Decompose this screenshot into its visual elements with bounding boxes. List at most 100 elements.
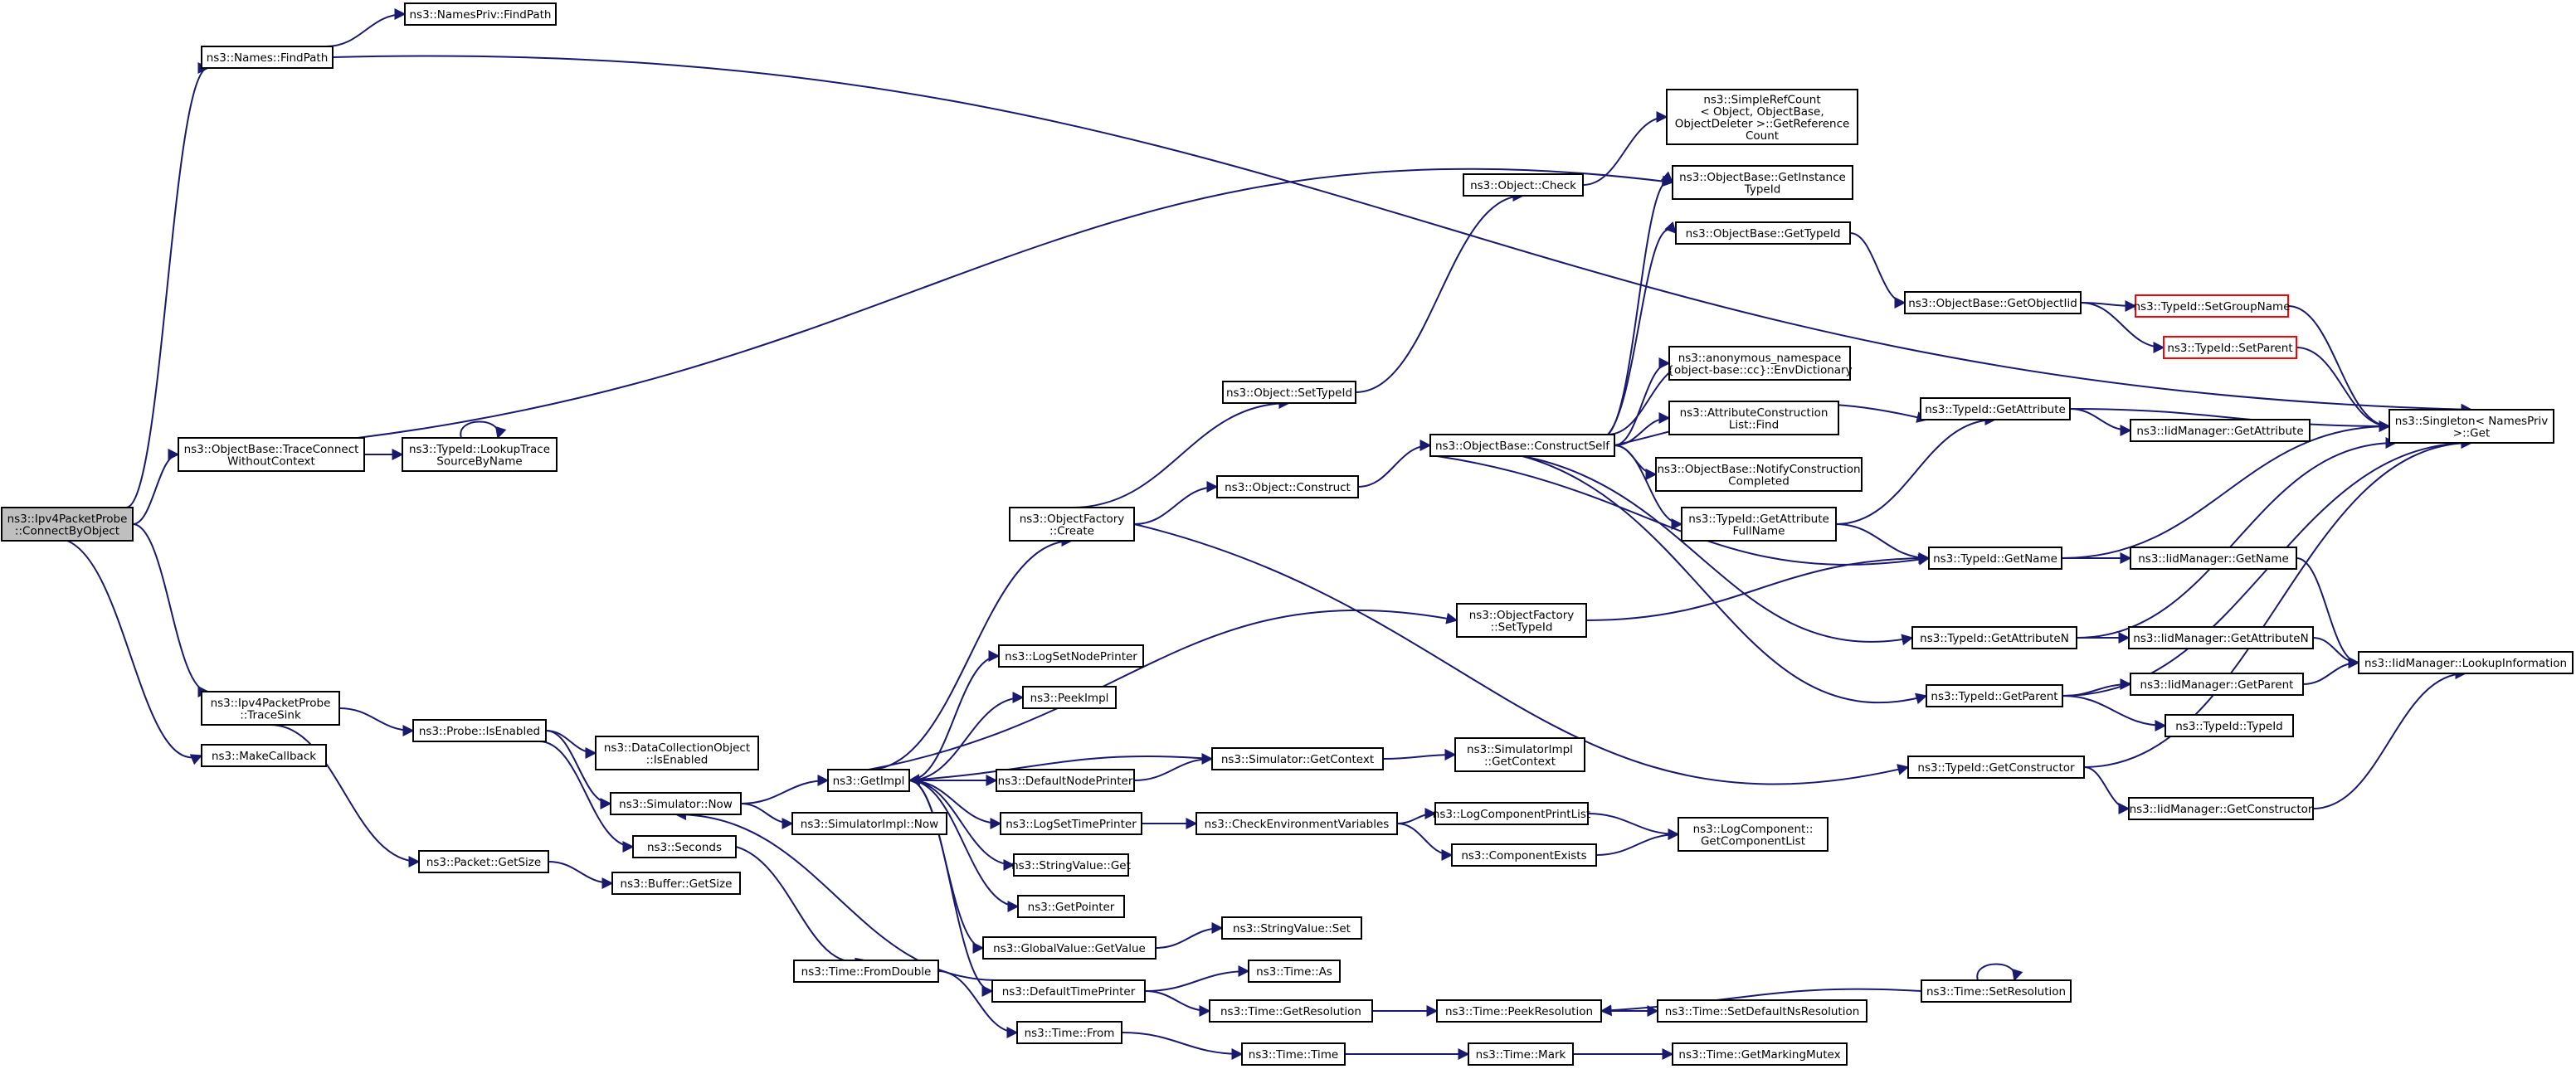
graph-node[interactable]: ns3::LogSetNodePrinter: [998, 644, 1144, 668]
graph-node[interactable]: ns3::ObjectFactory::Create: [1009, 507, 1135, 542]
graph-node[interactable]: ns3::TypeId::GetParent: [1926, 684, 2063, 707]
graph-node[interactable]: ns3::IidManager::GetAttributeN: [2128, 626, 2314, 649]
recursive-call-edge: [460, 420, 507, 440]
graph-node[interactable]: ns3::Time::FromDouble: [793, 960, 939, 983]
graph-node[interactable]: ns3::Time::From: [1016, 1021, 1122, 1044]
graph-node[interactable]: ns3::ObjectBase::ConstructSelf: [1429, 434, 1615, 457]
graph-node[interactable]: ns3::TypeId::SetParent: [2163, 336, 2297, 359]
node-label: ns3::IidManager::GetAttributeN: [2133, 632, 2308, 645]
call-edge: [1607, 171, 1674, 435]
node-label: ns3::Simulator::Now: [619, 798, 733, 811]
graph-node[interactable]: ns3::IidManager::GetAttribute: [2130, 419, 2311, 442]
graph-node[interactable]: ns3::Time::SetDefaultNsResolution: [1657, 999, 1867, 1023]
call-edge: [908, 650, 1001, 781]
node-label: ns3::TypeId::GetName: [1933, 552, 2057, 566]
graph-node[interactable]: ns3::Buffer::GetSize: [611, 872, 741, 895]
graph-node[interactable]: ns3::ComponentExists: [1451, 843, 1597, 867]
graph-node[interactable]: ns3::GetPointer: [1017, 895, 1125, 918]
graph-node[interactable]: ns3::DefaultNodePrinter: [996, 769, 1135, 792]
graph-node[interactable]: ns3::Time::PeekResolution: [1436, 999, 1602, 1023]
call-edge: [2296, 347, 2391, 432]
graph-node[interactable]: ns3::CheckEnvironmentVariables: [1195, 812, 1398, 835]
graph-node[interactable]: ns3::Object::SetTypeId: [1222, 381, 1356, 404]
call-edge: [2069, 408, 2391, 432]
graph-node[interactable]: ns3::NamesPriv::FindPath: [404, 2, 557, 26]
node-label: ns3::AttributeConstruction: [1680, 406, 1829, 420]
call-edge: [538, 741, 635, 853]
node-box: [1222, 381, 1356, 404]
call-edge: [1595, 828, 1680, 856]
node-label: Count: [1746, 129, 1779, 143]
graph-node[interactable]: ns3::TypeId::GetAttribute: [1920, 397, 2071, 420]
graph-node[interactable]: ns3::DefaultTimePrinter: [991, 979, 1146, 1003]
graph-node[interactable]: ns3::Simulator::GetContext: [1211, 747, 1384, 770]
call-edge: [2080, 302, 2165, 353]
graph-node[interactable]: ns3::TypeId::TypeId: [2165, 714, 2294, 737]
graph-node[interactable]: ns3::anonymous_namespace{object-base::cc…: [1667, 346, 1853, 381]
node-label: ns3::TypeId::GetAttributeN: [1920, 632, 2069, 645]
graph-node[interactable]: ns3::IidManager::GetConstructor: [2128, 797, 2314, 820]
node-box: [1657, 999, 1867, 1023]
graph-node[interactable]: ns3::TypeId::GetConstructor: [1907, 756, 2085, 779]
node-box: [827, 769, 910, 792]
node-label: ns3::DefaultNodePrinter: [998, 775, 1133, 788]
graph-node[interactable]: ns3::TypeId::SetGroupName: [2133, 294, 2291, 318]
node-box: [1920, 397, 2071, 420]
graph-node[interactable]: ns3::Time::GetResolution: [1209, 999, 1373, 1023]
graph-node[interactable]: ns3::IidManager::GetParent: [2130, 673, 2304, 696]
graph-node[interactable]: ns3::LogComponentPrintList: [1433, 802, 1590, 825]
graph-node[interactable]: ns3::StringValue::Set: [1221, 916, 1362, 940]
graph-node[interactable]: ns3::Probe::IsEnabled: [412, 719, 547, 742]
graph-node[interactable]: ns3::TypeId::GetAttributeN: [1911, 626, 2077, 649]
graph-node[interactable]: ns3::ObjectFactory::SetTypeId: [1456, 603, 1587, 638]
node-label: ns3::GetPointer: [1028, 901, 1115, 914]
node-label: ns3::Object::Check: [1470, 179, 1576, 192]
graph-node[interactable]: ns3::Object::Construct: [1216, 475, 1359, 498]
graph-node[interactable]: ns3::Names::FindPath: [201, 46, 334, 69]
graph-node[interactable]: ns3::Time::Mark: [1468, 1042, 1574, 1066]
node-box: [1013, 853, 1129, 877]
graph-node[interactable]: ns3::Time::Time: [1241, 1042, 1346, 1066]
graph-node[interactable]: ns3::LogSetTimePrinter: [1000, 812, 1142, 835]
graph-node[interactable]: ns3::IidManager::LookupInformation: [2358, 651, 2574, 674]
graph-node[interactable]: ns3::LogComponent::GetComponentList: [1678, 817, 1829, 852]
node-label: ns3::DataCollectionObject: [604, 741, 750, 755]
graph-node[interactable]: ns3::PeekImpl: [1022, 686, 1117, 709]
node-box: [178, 437, 365, 472]
graph-node[interactable]: ns3::ObjectBase::GetTypeId: [1675, 221, 1851, 245]
graph-node[interactable]: ns3::Time::As: [1248, 960, 1341, 983]
graph-node[interactable]: ns3::Object::Check: [1463, 173, 1584, 197]
graph-node[interactable]: ns3::Simulator::Now: [610, 792, 742, 815]
graph-node[interactable]: ns3::SimulatorImpl::GetContext: [1454, 737, 1585, 772]
graph-node[interactable]: ns3::Singleton< NamesPriv >::Get: [2389, 409, 2554, 444]
graph-node[interactable]: ns3::Time::SetResolution: [1921, 979, 2072, 1003]
graph-node[interactable]: ns3::ObjectBase::GetObjectIid: [1904, 291, 2082, 314]
graph-node[interactable]: ns3::ObjectBase::TraceConnectWithoutCont…: [178, 437, 365, 472]
graph-node[interactable]: ns3::SimulatorImpl::Now: [791, 812, 947, 835]
call-edge: [332, 55, 2473, 415]
graph-node[interactable]: ns3::Time::GetMarkingMutex: [1672, 1042, 1848, 1066]
graph-node[interactable]: ns3::TypeId::GetName: [1928, 547, 2062, 570]
graph-node[interactable]: ns3::SimpleRefCount< Object, ObjectBase,…: [1666, 89, 1858, 145]
graph-node[interactable]: ns3::Ipv4PacketProbe::TraceSink: [201, 691, 340, 726]
graph-node[interactable]: ns3::Packet::GetSize: [418, 850, 549, 873]
graph-node[interactable]: ns3::ObjectBase::NotifyConstructionCompl…: [1655, 457, 1863, 492]
graph-node[interactable]: ns3::Seconds: [632, 835, 737, 858]
graph-node[interactable]: ns3::GlobalValue::GetValue: [982, 936, 1157, 960]
node-box: [1429, 434, 1615, 457]
node-label: ns3::anonymous_namespace: [1678, 352, 1842, 365]
node-box: [1216, 475, 1359, 498]
graph-node[interactable]: ns3::IidManager::GetName: [2130, 547, 2297, 570]
call-edge: [1121, 1032, 1244, 1060]
graph-node[interactable]: ns3::DataCollectionObject::IsEnabled: [595, 736, 759, 770]
node-label: ns3::TypeId::GetAttribute: [1925, 403, 2066, 416]
call-edge: [1144, 965, 1250, 992]
graph-node[interactable]: ns3::MakeCallback: [201, 744, 327, 767]
graph-node[interactable]: ns3::GetImpl: [827, 769, 910, 792]
graph-node[interactable]: ns3::StringValue::Get: [1011, 853, 1131, 877]
graph-node[interactable]: ns3::Ipv4PacketProbe::ConnectByObject: [1, 507, 134, 542]
